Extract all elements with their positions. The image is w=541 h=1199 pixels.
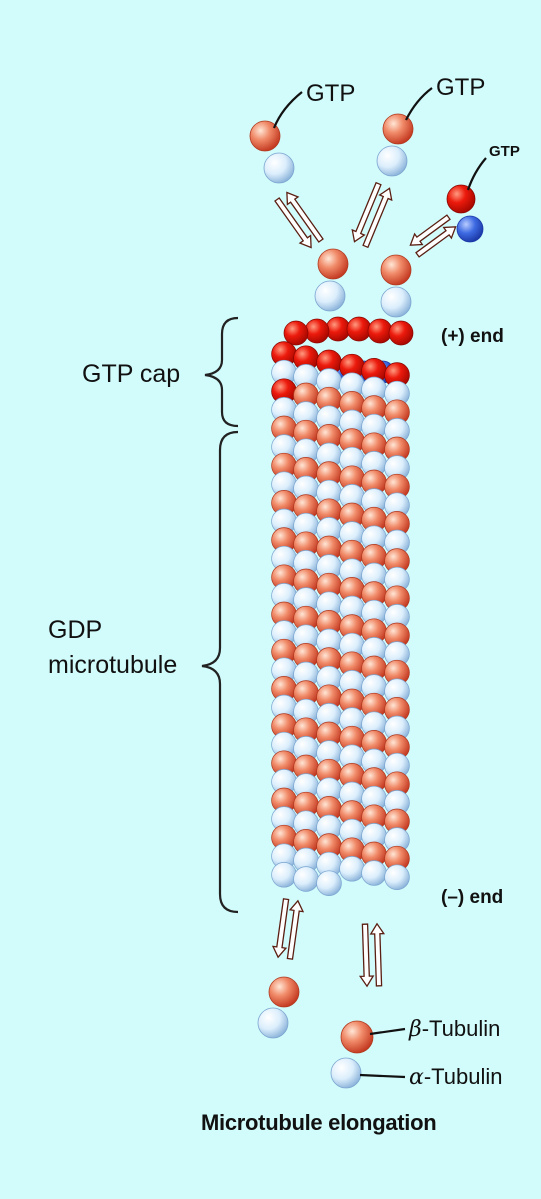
beta-tubulin-subunit: [388, 320, 414, 346]
alpha-tubulin-text: -Tubulin: [423, 1064, 503, 1089]
incoming-dimer-right: [380, 254, 412, 318]
double-arrow-icon: [271, 898, 290, 959]
figure-caption: Microtubule elongation: [201, 1110, 437, 1135]
beta-tubulin-text: -Tubulin: [421, 1016, 501, 1041]
legend-dimer: [330, 1020, 374, 1089]
leader-line-beta: [369, 1027, 406, 1036]
leader-line-gtp-middle: [405, 87, 433, 121]
gtp-label-right: GTP: [489, 143, 520, 160]
double-arrow-icon: [351, 181, 382, 243]
free-dimer-bottom-left: [257, 976, 300, 1039]
microtubule-label: microtubule: [48, 651, 178, 679]
beta-tubulin-label: β-Tubulin: [409, 1016, 500, 1042]
gdp-microtubule-brace-icon: [201, 430, 239, 914]
leader-line-alpha: [359, 1073, 406, 1079]
double-arrow-icon: [362, 187, 393, 249]
leader-line-gtp-left: [272, 91, 303, 129]
beta-tubulin-subunit: [367, 318, 393, 344]
double-arrow-icon: [274, 197, 312, 249]
double-arrow-icon: [286, 899, 305, 960]
free-dimer-gtp-right: [446, 184, 484, 243]
double-arrow-icon: [286, 191, 324, 243]
double-arrow-icon: [409, 214, 451, 246]
minus-end-label: (–) end: [441, 887, 504, 908]
beta-tubulin-subunit: [346, 316, 372, 342]
gtp-cap-brace-icon: [204, 316, 239, 428]
gdp-label: GDP: [48, 616, 103, 644]
alpha-tubulin-subunit: [339, 856, 365, 882]
beta-symbol: β: [409, 1017, 422, 1042]
beta-tubulin-subunit: [325, 316, 351, 342]
double-arrow-icon: [358, 923, 375, 988]
beta-tubulin-subunit: [304, 318, 330, 344]
alpha-tubulin-subunit: [361, 860, 387, 886]
alpha-symbol: α: [409, 1065, 424, 1090]
alpha-tubulin-subunit: [384, 864, 410, 890]
alpha-tubulin-label: α-Tubulin: [409, 1064, 503, 1090]
free-dimer-top-left: [249, 120, 295, 184]
alpha-tubulin-subunit: [293, 866, 319, 892]
free-dimer-top-middle: [376, 113, 414, 177]
gtp-label-left: GTP: [306, 80, 356, 107]
gtp-cap-label: GTP cap: [82, 360, 181, 388]
alpha-tubulin-subunit: [316, 870, 342, 896]
exchange-arrows: [271, 181, 457, 988]
double-arrow-icon: [369, 922, 386, 987]
leader-line-gtp-right: [466, 157, 487, 191]
beta-tubulin-subunit: [283, 320, 309, 346]
incoming-dimer-left: [314, 248, 349, 312]
alpha-tubulin-subunit: [271, 862, 297, 888]
microtubule-lattice: [271, 316, 414, 896]
gtp-label-middle: GTP: [436, 74, 486, 101]
double-arrow-icon: [415, 226, 457, 258]
plus-end-label: (+) end: [441, 326, 504, 347]
